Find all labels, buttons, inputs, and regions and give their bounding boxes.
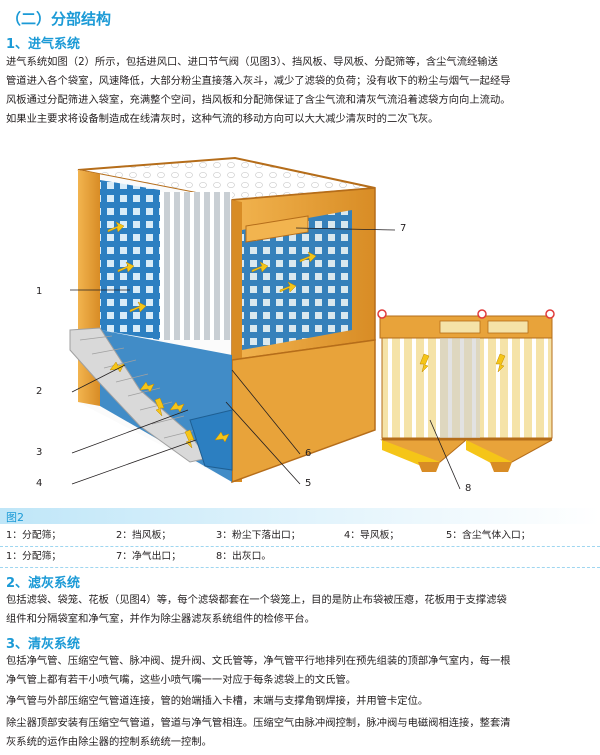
filter-line: 包括滤袋、袋笼、花板（见图4）等，每个滤袋都套在一个袋笼上，目的是防止布袋被压瘪… xyxy=(6,594,507,606)
legend-item: 1：分配筛； xyxy=(6,551,62,562)
legend-item: 1：分配筛； xyxy=(6,530,62,541)
callout-8: 8 xyxy=(465,483,472,494)
housing-3d-view xyxy=(69,156,376,484)
cleaning-line: 包括净气管、压缩空气管、脉冲阀、提升阀、文氏管等，净气管平行地排列在预先组装的顶… xyxy=(6,655,511,667)
cleaning-line: 净气管与外部压缩空气管道连接，管的始端插入卡槽，末端与支撑角钢焊接，并用管卡定位… xyxy=(6,695,429,707)
cleaning-heading: 3、清灰系统 xyxy=(6,637,81,652)
legend-item: 2：挡风板； xyxy=(116,530,172,541)
cleaning-paragraph-2: 净气管与外部压缩空气管道连接，管的始端插入卡槽，末端与支撑角钢焊接，并用管卡定位… xyxy=(6,692,596,711)
legend-item: 7：净气出口； xyxy=(116,551,182,562)
callout-4: 4 xyxy=(36,478,43,489)
legend-item: 3：粉尘下落出口； xyxy=(216,530,301,541)
legend-row-2: 1：分配筛； 7：净气出口； 8：出灰口。 xyxy=(0,548,600,566)
filter-paragraph: 包括滤袋、袋笼、花板（见图4）等，每个滤袋都套在一个袋笼上，目的是防止布袋被压瘪… xyxy=(6,591,596,629)
cleaning-line: 除尘器顶部安装有压缩空气管道，管道与净气管相连。压缩空气由脉冲阀控制，脉冲阀与电… xyxy=(6,717,511,729)
intake-line: 如果业主要求将设备制造成在线清灰时，这种气流的移动方向可以大大减少清灰时的二次飞… xyxy=(6,113,439,125)
callout-7: 7 xyxy=(400,223,407,234)
dust-collector-figure xyxy=(69,156,555,490)
callout-5: 5 xyxy=(305,478,312,489)
section-title: （二）分部结构 xyxy=(6,10,112,28)
legend-item: 4：导风板； xyxy=(344,530,400,541)
intake-heading: 1、进气系统 xyxy=(6,37,81,52)
legend-divider xyxy=(0,546,600,547)
filter-heading: 2、滤灰系统 xyxy=(6,576,81,591)
figure-label: 图2 xyxy=(6,511,24,524)
callout-6: 6 xyxy=(305,448,312,459)
intake-line: 管道进入各个袋室，风速降低，大部分粉尘直接落入灰斗，减少了滤袋的负荷；没有收下的… xyxy=(6,75,511,87)
filter-line: 组件和分隔袋室和净气室，并作为除尘器滤灰系统组件的检修平台。 xyxy=(6,613,315,625)
cleaning-line: 灰系统的运作由除尘器的控制系统统一控制。 xyxy=(6,736,212,748)
legend-row-1: 1：分配筛； 2：挡风板； 3：粉尘下落出口； 4：导风板； 5：含尘气体入口； xyxy=(0,527,600,545)
cleaning-paragraph-1: 包括净气管、压缩空气管、脉冲阀、提升阀、文氏管等，净气管平行地排列在预先组装的顶… xyxy=(6,652,596,690)
cleaning-line: 净气管上都有若干小喷气嘴，这些小喷气嘴一一对应于每条滤袋上的文氏管。 xyxy=(6,674,357,686)
intake-line: 风板通过分配筛进入袋室，充满整个空间，挡风板和分配筛保证了含尘气流和清灰气流沿着… xyxy=(6,94,511,106)
legend-item: 5：含尘气体入口； xyxy=(446,530,531,541)
legend-item: 8：出灰口。 xyxy=(216,551,272,562)
callout-2: 2 xyxy=(36,386,43,397)
cleaning-paragraph-3: 除尘器顶部安装有压缩空气管道，管道与净气管相连。压缩空气由脉冲阀控制，脉冲阀与电… xyxy=(6,714,596,752)
figure-label-bar xyxy=(0,508,600,524)
legend-divider xyxy=(0,567,600,568)
intake-paragraph: 进气系统如图（2）所示，包括进风口、进口节气阀（见图3）、挡风板、导风板、分配筛… xyxy=(6,53,596,129)
intake-line: 进气系统如图（2）所示，包括进风口、进口节气阀（见图3）、挡风板、导风板、分配筛… xyxy=(6,56,498,68)
callout-leader-lines xyxy=(70,227,461,490)
callout-3: 3 xyxy=(36,447,43,458)
callout-1: 1 xyxy=(36,286,43,297)
hopper-cross-section xyxy=(377,309,555,472)
